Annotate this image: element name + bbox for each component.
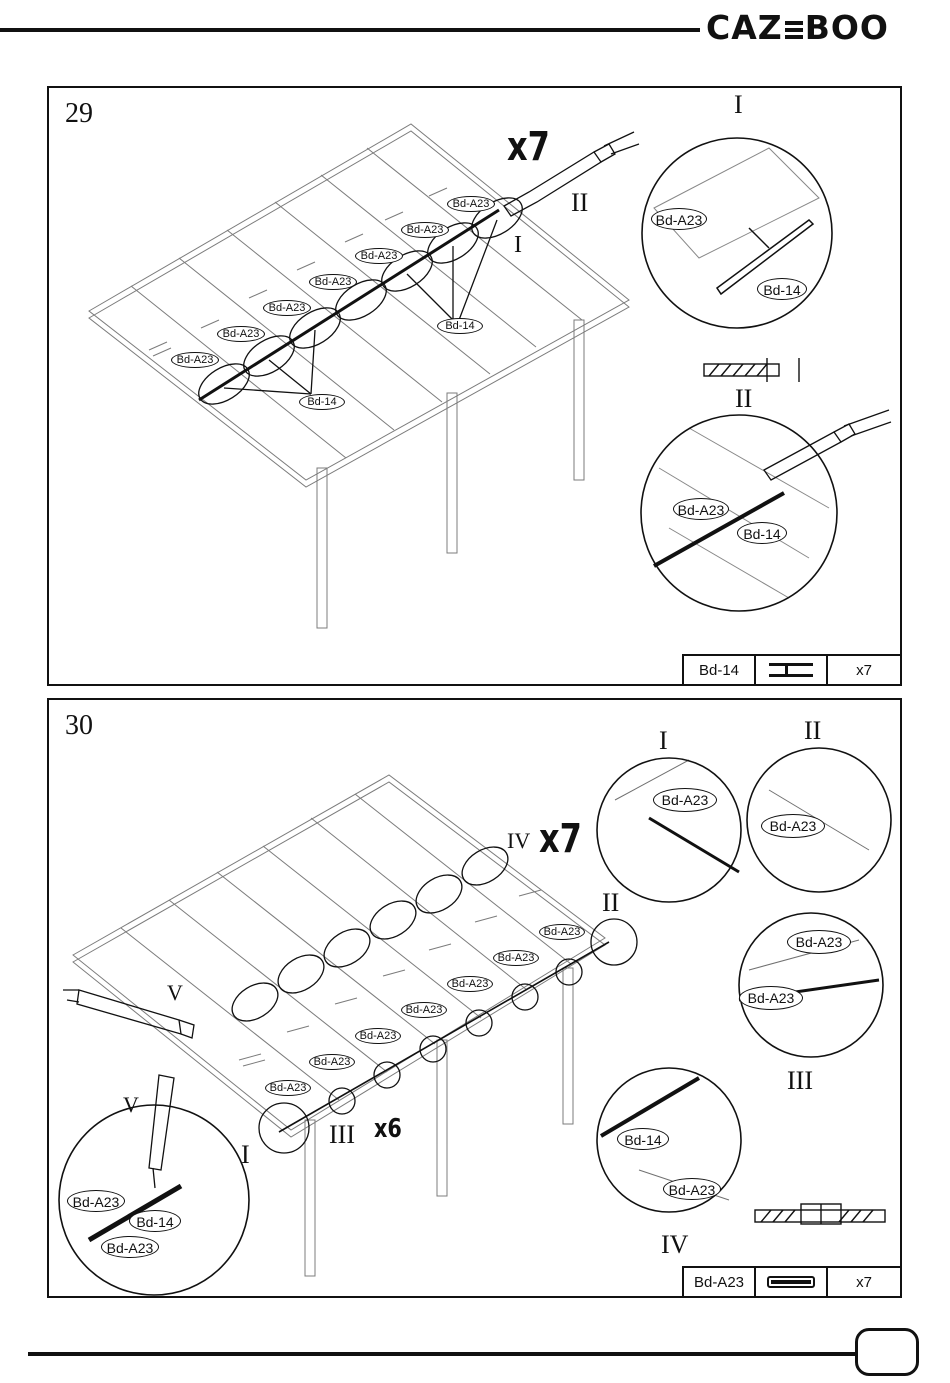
part-label-bd-14: Bd-14: [299, 394, 345, 410]
part-label-bd-a23: Bd-A23: [493, 950, 539, 966]
part-label-bd-a23: Bd-A23: [171, 352, 219, 368]
detail-part-label-bd-a23: Bd-A23: [651, 208, 707, 230]
detail-part-label-bd-14: Bd-14: [757, 278, 807, 300]
footer-rule: [28, 1352, 858, 1356]
detail-part-label-bd-a23: Bd-A23: [787, 930, 851, 954]
detail-part-label-bd-a23: Bd-A23: [673, 498, 729, 520]
callout-label-iii: III: [329, 1120, 355, 1150]
detail-label-iii: III: [787, 1066, 813, 1096]
detail-part-label-bd-a23: Bd-A23: [761, 814, 825, 838]
detail-part-label-bd-14: Bd-14: [737, 522, 787, 544]
quantity-multiplier: x7: [507, 124, 550, 170]
part-label-bd-14: Bd-14: [437, 318, 483, 334]
callout-label-ii: II: [571, 188, 588, 218]
part-label-bd-a23: Bd-A23: [309, 274, 357, 290]
part-name: Bd-14: [684, 656, 756, 684]
detail-label-i: I: [659, 726, 668, 756]
part-label-bd-a23: Bd-A23: [217, 326, 265, 342]
detail-label-i: I: [734, 90, 743, 120]
detail-part-label-bd-a23: Bd-A23: [101, 1236, 159, 1258]
part-label-bd-a23: Bd-A23: [355, 248, 403, 264]
step-29-panel: 29: [47, 86, 902, 686]
page-number-box: [855, 1328, 919, 1376]
part-label-bd-a23: Bd-A23: [539, 924, 585, 940]
h-profile-icon: [756, 656, 828, 684]
part-label-bd-a23: Bd-A23: [447, 976, 493, 992]
detail-part-label-bd-14: Bd-14: [129, 1210, 181, 1232]
detail-label-iv: IV: [661, 1230, 688, 1260]
detail-part-label-bd-a23: Bd-A23: [739, 986, 803, 1010]
detail-part-label-bd-a23: Bd-A23: [653, 788, 717, 812]
callout-label-i: I: [514, 232, 522, 259]
part-label-bd-a23: Bd-A23: [265, 1080, 311, 1096]
header-rule: [0, 28, 700, 32]
quantity-multiplier: x7: [539, 816, 582, 862]
detail-part-label-bd-a23: Bd-A23: [663, 1178, 721, 1200]
parts-table: Bd-A23 x7: [682, 1266, 900, 1296]
detail-label-ii: II: [804, 716, 821, 746]
step-29-illustration: [49, 88, 900, 684]
part-label-bd-a23: Bd-A23: [263, 300, 311, 316]
part-name: Bd-A23: [684, 1268, 756, 1296]
part-label-bd-a23: Bd-A23: [401, 222, 449, 238]
part-label-bd-a23: Bd-A23: [309, 1054, 355, 1070]
detail-part-label-bd-14: Bd-14: [617, 1128, 669, 1150]
part-quantity: x7: [828, 656, 900, 684]
part-label-bd-a23: Bd-A23: [447, 196, 495, 212]
callout-label-ii: II: [602, 888, 619, 918]
callout-label-v: V: [123, 1092, 139, 1118]
quantity-multiplier-small: x6: [374, 1114, 402, 1144]
part-quantity: x7: [828, 1268, 900, 1296]
step-30-panel: 30: [47, 698, 902, 1298]
callout-label-iv: IV: [507, 828, 530, 854]
part-label-bd-a23: Bd-A23: [401, 1002, 447, 1018]
detail-label-ii: II: [735, 384, 752, 414]
part-label-bd-a23: Bd-A23: [355, 1028, 401, 1044]
detail-part-label-bd-a23: Bd-A23: [67, 1190, 125, 1212]
callout-label-v: V: [167, 980, 183, 1006]
callout-label-i: I: [241, 1140, 250, 1170]
parts-table: Bd-14 x7: [682, 654, 900, 684]
gasket-strip-icon: [756, 1268, 828, 1296]
